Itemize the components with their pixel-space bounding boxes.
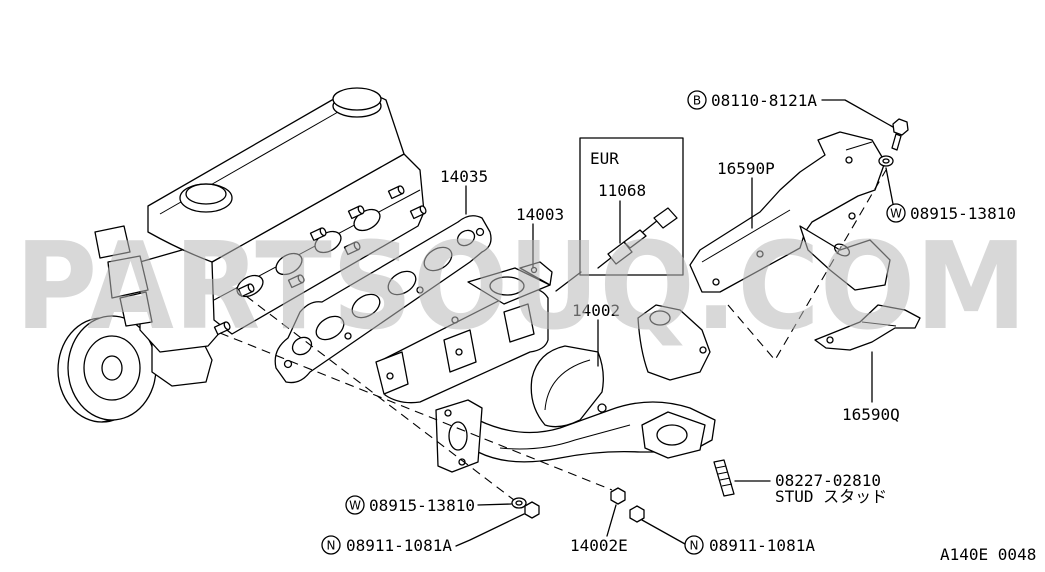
head-stud <box>237 283 255 298</box>
head-stud <box>213 321 231 336</box>
part-label-14035[interactable]: 14035 <box>440 167 488 186</box>
nut-right-icon[interactable] <box>629 505 645 523</box>
leader-bolt <box>821 99 894 128</box>
front-bracket-upper <box>94 225 131 259</box>
exhaust-part-14002e-icon[interactable] <box>610 487 626 505</box>
front-bracket-lower <box>119 291 153 327</box>
part-label-08227-02810[interactable]: 08227-02810 <box>775 471 881 490</box>
part-label-14003[interactable]: 14003 <box>516 205 564 224</box>
stud-caption: STUD スタッド <box>775 487 887 506</box>
head-stud <box>343 241 361 256</box>
callout-bolt[interactable]: B 08110-8121A <box>687 90 817 110</box>
head-studs <box>213 185 427 336</box>
symbol-w-badge <box>345 495 365 515</box>
eur-inset-title: EUR <box>590 149 619 168</box>
symbol-n: N <box>327 539 336 553</box>
symbol-b: B <box>693 94 701 108</box>
washer-upper-icon[interactable] <box>878 155 894 167</box>
eur-inset-frame <box>579 137 684 276</box>
heat-shield-lower <box>814 304 921 351</box>
engine-assembly <box>57 87 427 423</box>
nut-left-icon[interactable] <box>524 501 540 519</box>
exhaust-manifold <box>435 304 716 473</box>
symbol-n-badge <box>321 535 341 555</box>
part-label-11068[interactable]: 11068 <box>598 181 646 200</box>
breather-cap <box>332 87 382 111</box>
alignment-line-washer <box>245 295 515 501</box>
leader-eur-inset <box>555 271 582 292</box>
leader-14002e <box>606 504 617 537</box>
front-bracket-middle <box>107 255 149 299</box>
leader-washer-left <box>477 503 512 506</box>
symbol-n: N <box>690 539 699 553</box>
head-stud <box>387 185 405 200</box>
alignment-line-14002e <box>219 332 613 491</box>
callout-nut-right[interactable]: N 08911-1081A <box>684 535 815 555</box>
symbol-w-badge <box>886 203 906 223</box>
callout-nut-left[interactable]: N 08911-1081A <box>321 535 452 555</box>
part-label-08911-1081a-left[interactable]: 08911-1081A <box>346 536 452 555</box>
eur-inset: EUR 11068 <box>555 137 684 292</box>
part-label-08915-13810-right[interactable]: 08915-13810 <box>910 204 1016 223</box>
part-label-08110-8121a[interactable]: 08110-8121A <box>711 91 817 110</box>
leader-nut-right <box>641 519 686 545</box>
part-label-14002e[interactable]: 14002E <box>570 536 628 555</box>
head-stud <box>409 205 427 220</box>
temperature-sensor <box>597 207 678 269</box>
symbol-n-badge <box>684 535 704 555</box>
symbol-w: W <box>890 207 902 221</box>
stud-icon[interactable] <box>713 459 735 497</box>
part-label-08915-13810-left[interactable]: 08915-13810 <box>369 496 475 515</box>
washer-lower-icon[interactable] <box>511 497 527 509</box>
callout-washer-left[interactable]: W 08915-13810 <box>345 495 475 515</box>
manifold-gasket <box>274 215 492 384</box>
head-stud <box>287 274 305 289</box>
symbol-b-badge <box>687 90 707 110</box>
part-label-16590q[interactable]: 16590Q <box>842 405 900 424</box>
heat-shield-upper <box>689 131 891 293</box>
part-label-14002[interactable]: 14002 <box>572 301 620 320</box>
watermark: PARTSOUQ.COM <box>15 218 1027 357</box>
intake-manifold <box>375 261 553 404</box>
head-stud <box>309 227 327 242</box>
leader-washer-right <box>885 167 894 205</box>
leader-nut-left <box>455 513 525 547</box>
bolt-icon[interactable] <box>891 118 909 151</box>
head-stud <box>347 205 365 220</box>
diagram-code: A140E 0048 <box>940 545 1036 564</box>
part-label-08911-1081a-right[interactable]: 08911-1081A <box>709 536 815 555</box>
callout-washer-right[interactable]: W 08915-13810 <box>886 203 1016 223</box>
part-label-16590p[interactable]: 16590P <box>717 159 775 178</box>
crank-pulley <box>57 315 157 423</box>
callout-stud[interactable]: 08227-02810 STUD スタッド <box>775 471 887 506</box>
symbol-w: W <box>349 499 361 513</box>
